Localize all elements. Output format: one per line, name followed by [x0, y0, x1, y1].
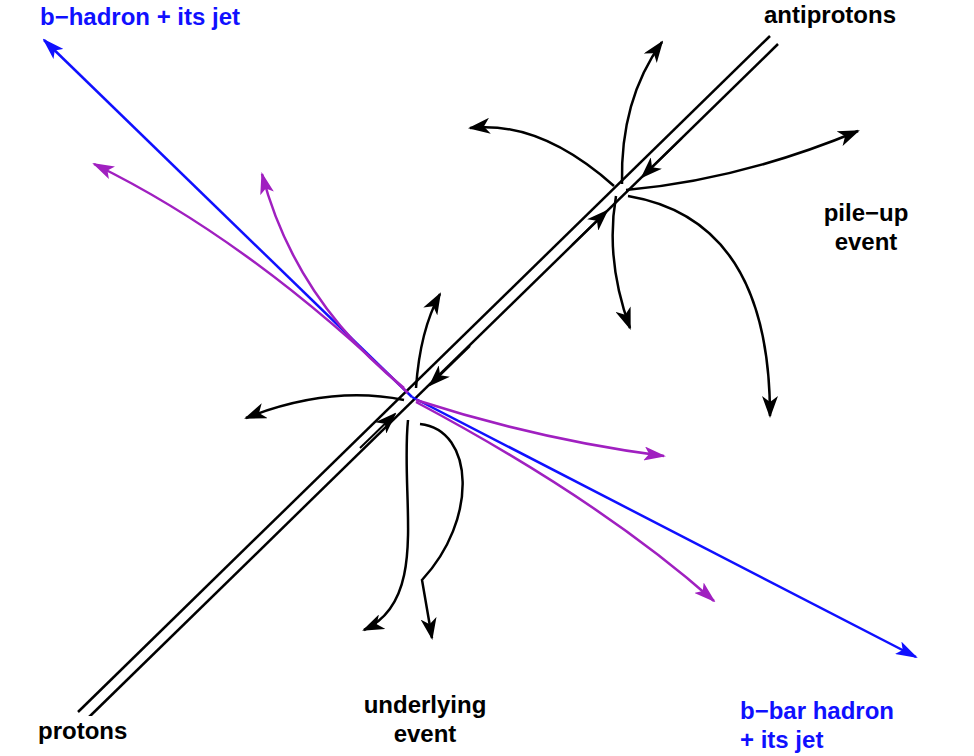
beam-line	[78, 36, 778, 720]
jet-particle	[94, 164, 714, 601]
pile-up-track	[470, 42, 858, 416]
beam-arrow	[360, 138, 682, 448]
beam-label: antiprotons	[764, 0, 896, 29]
event-label: pile−up event	[810, 198, 922, 256]
event-label: underlying event	[355, 690, 495, 748]
jet-label: b−bar hadron + its jet	[740, 696, 910, 754]
underlying-event-track	[246, 294, 463, 638]
jet-label: b−hadron + its jet	[40, 2, 240, 31]
beam-label: protons	[38, 716, 127, 745]
jet-line	[44, 40, 916, 657]
